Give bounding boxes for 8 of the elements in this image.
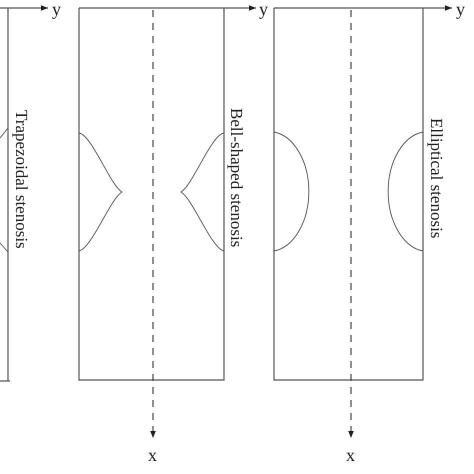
axis-label: x (148, 446, 157, 464)
axis-label: y (52, 0, 61, 18)
axis-label: y (456, 0, 465, 18)
axis-label: y (259, 0, 268, 18)
stenosis-label: Trapezoidal stenosis (13, 110, 30, 249)
stenosis-label: Bell-shaped stenosis (228, 108, 245, 248)
stenosis-label: Elliptical stenosis (428, 118, 445, 238)
axis-label: x (346, 446, 355, 464)
